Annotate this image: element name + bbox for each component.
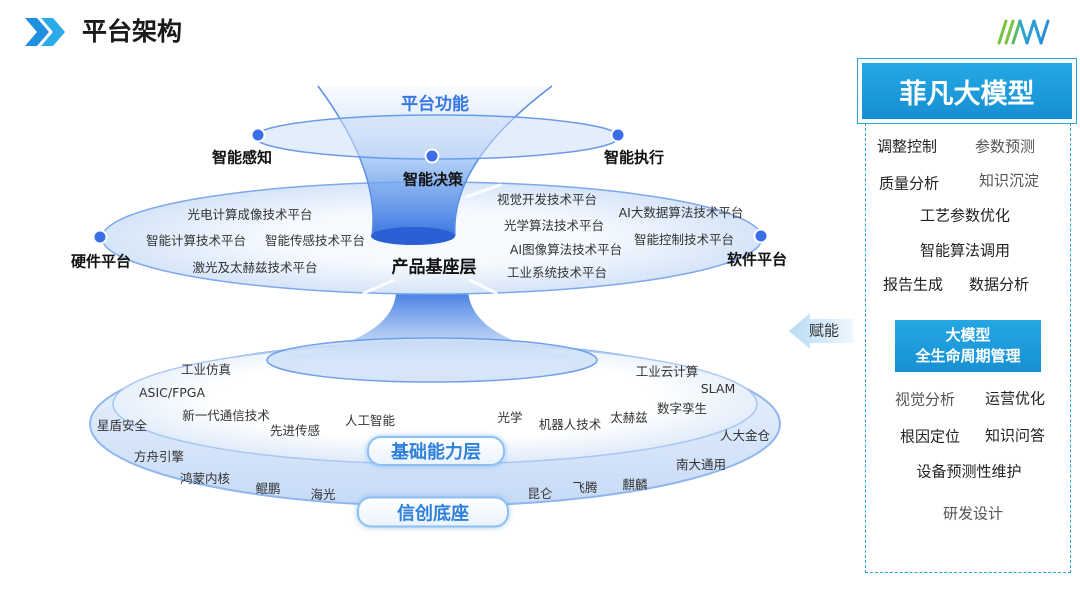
capability-item: 新一代通信技术: [182, 407, 270, 423]
capability-item: 工业云计算: [635, 363, 699, 379]
capability-item: 飞腾: [572, 479, 598, 495]
xinchuang-base-pill: 信创底座: [357, 496, 509, 528]
node-label-left: 智能感知: [211, 148, 273, 167]
model-capability-item: 设备预测性维护: [916, 462, 1022, 481]
arrow-left-icon: [789, 313, 853, 349]
capability-item: ASIC/FPGA: [138, 384, 206, 400]
model-capability-item: 知识沉淀: [978, 171, 1040, 190]
node-label-center: 智能决策: [402, 170, 464, 189]
capability-item: 南大通用: [675, 456, 727, 472]
node-label-right: 智能执行: [603, 148, 665, 167]
capability-item: 人工智能: [344, 412, 396, 428]
empower-label: 赋能: [808, 321, 840, 340]
dot-icon: [753, 228, 769, 244]
capability-item: 海光: [310, 486, 336, 502]
model-capability-item: 研发设计: [942, 504, 1004, 523]
capability-item: 昆仑: [527, 485, 553, 501]
model-capability-item: 参数预测: [974, 137, 1036, 156]
model-capability-item: 报告生成: [882, 275, 944, 294]
model-capability-item: 智能算法调用: [919, 241, 1011, 260]
capability-item: 工业仿真: [180, 361, 232, 377]
model-capability-item: 视觉分析: [894, 390, 956, 409]
capability-item: 机器人技术: [538, 416, 602, 432]
model-capability-item: 质量分析: [878, 174, 940, 193]
upper-funnel-right-edge: [454, 85, 553, 237]
model-capability-item: 根因定位: [899, 427, 961, 446]
hardware-item: 激光及太赫兹技术平台: [192, 259, 318, 275]
upper-funnel-left-edge: [317, 85, 374, 237]
capability-item: 鸿蒙内核: [179, 470, 231, 486]
capability-item: 方舟引擎: [133, 448, 185, 464]
dot-icon: [610, 127, 626, 143]
model-capability-item: 知识问答: [984, 426, 1046, 445]
software-platform-label: 软件平台: [726, 250, 788, 269]
capability-item: 人大金仓: [719, 427, 771, 443]
hardware-item: 光电计算成像技术平台: [187, 206, 313, 222]
capability-item: 先进传感: [269, 422, 321, 438]
hardware-item: 智能传感技术平台: [264, 232, 366, 248]
funnel-highlights: [362, 183, 502, 295]
capability-item: 数字孪生: [656, 400, 708, 416]
dot-icon: [250, 127, 266, 143]
hardware-item: 智能计算技术平台: [145, 232, 247, 248]
capability-item: 太赫兹: [610, 409, 648, 425]
software-item: 视觉开发技术平台: [496, 191, 598, 207]
hardware-platform-label: 硬件平台: [70, 252, 132, 271]
product-base-title: 产品基座层: [391, 257, 477, 278]
dot-icon: [92, 229, 108, 245]
software-item: 智能控制技术平台: [633, 231, 735, 247]
software-item: 工业系统技术平台: [506, 264, 608, 280]
funnel-base-ellipse: [266, 337, 598, 383]
software-item: AI图像算法技术平台: [509, 241, 623, 257]
model-capability-item: 运营优化: [984, 389, 1046, 408]
model-capability-item: 调整控制: [876, 137, 938, 156]
lifecycle-management-box: 大模型 全生命周期管理: [895, 320, 1041, 372]
lifecycle-line-1: 大模型: [945, 326, 991, 344]
capability-item: 麒麟: [622, 476, 648, 492]
platform-function-title: 平台功能: [401, 94, 469, 115]
double-chevron-right-icon: [25, 18, 65, 46]
dot-icon: [424, 148, 440, 164]
foundation-layer-pill: 基础能力层: [367, 436, 505, 466]
model-capability-item: 工艺参数优化: [919, 206, 1011, 225]
model-panel: [865, 123, 1071, 573]
model-panel-title: 菲凡大模型: [861, 62, 1073, 120]
capability-item: 星盾安全: [96, 417, 148, 433]
architecture-diagram: [89, 85, 781, 507]
software-item: 光学算法技术平台: [503, 217, 605, 233]
software-item: AI大数据算法技术平台: [618, 204, 744, 220]
page-title: 平台架构: [82, 17, 183, 46]
lifecycle-line-2: 全生命周期管理: [915, 347, 1021, 365]
capability-item: 光学: [497, 409, 523, 425]
capability-item: SLAM: [700, 380, 736, 396]
capability-item: 鲲鹏: [255, 480, 281, 496]
model-capability-item: 数据分析: [968, 275, 1030, 294]
brand-logo: [997, 19, 1050, 45]
funnel-neck-ellipse: [371, 227, 455, 245]
model-panel-header: 菲凡大模型: [857, 58, 1077, 124]
